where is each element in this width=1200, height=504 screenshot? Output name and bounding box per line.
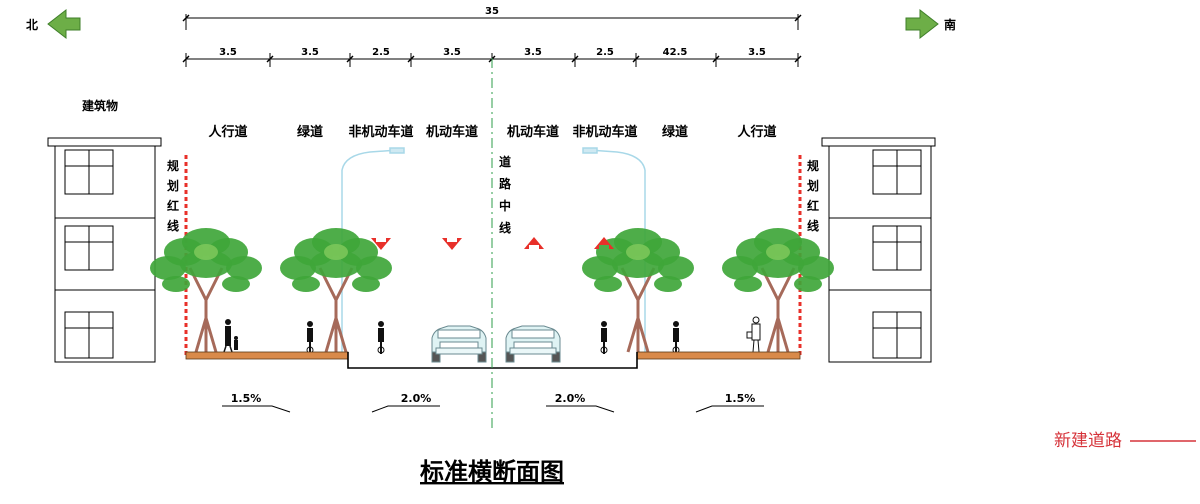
- slope-label: 1.5%: [725, 392, 756, 405]
- lane-label-motor-north: 机动车道: [426, 124, 478, 140]
- sidewalk-south: [636, 351, 801, 360]
- down-arrow-icon: [442, 238, 462, 250]
- slope-label: 2.0%: [555, 392, 586, 405]
- vertical-char: 红: [807, 198, 819, 213]
- vertical-char: 规: [807, 158, 819, 173]
- segment-label: 3.5: [524, 47, 542, 58]
- segment-label: 2.5: [372, 47, 390, 58]
- slope-marker-north-road: 2.0%: [371, 392, 440, 413]
- slope-marker-south-road: 2.0%: [546, 392, 615, 413]
- building-north: [47, 137, 162, 363]
- pedestrian-south: [746, 316, 761, 353]
- segment-label: 2.5: [596, 47, 614, 58]
- up-arrow-icon: [524, 237, 544, 249]
- lane-label-greenway-south: 绿道: [662, 124, 688, 140]
- east-arrow-icon: [905, 8, 939, 40]
- segment-label: 3.5: [301, 47, 319, 58]
- tree-icon: [582, 228, 694, 353]
- car-north: [431, 325, 487, 363]
- cyclist-icon: [672, 321, 680, 354]
- total-dimension: 35: [182, 6, 802, 30]
- slope-label: 2.0%: [401, 392, 432, 405]
- lane-label-bike-south: 非机动车道: [572, 124, 637, 140]
- down-arrow-icon: [371, 238, 391, 250]
- lane-label-greenway-north: 绿道: [297, 124, 323, 140]
- car-south: [505, 325, 561, 363]
- segment-label: 3.5: [748, 47, 766, 58]
- vertical-char: 红: [167, 198, 179, 213]
- total-width-label: 35: [485, 6, 499, 17]
- lane-label-sidewalk-north: 人行道: [208, 124, 247, 140]
- vertical-char: 线: [167, 218, 179, 233]
- south-label: 南: [944, 17, 956, 32]
- south-indicator: 南: [905, 8, 956, 40]
- lane-label-bike-north: 非机动车道: [348, 124, 413, 140]
- tree-icon: [280, 228, 392, 353]
- diagram-title: 标准横断面图: [420, 458, 564, 486]
- cyclist-icon: [377, 321, 385, 354]
- tree-icon: [722, 228, 834, 353]
- north-label: 北: [26, 17, 38, 32]
- vertical-char: 规: [167, 158, 179, 173]
- red-line-north-label: 规 划 红 线: [167, 158, 179, 233]
- vertical-char: 道: [499, 154, 511, 169]
- red-line-south-label: 规 划 红 线: [807, 158, 819, 233]
- vertical-char: 路: [499, 176, 512, 191]
- west-arrow-icon: [47, 8, 81, 40]
- sidewalk-north: [185, 351, 349, 360]
- centerline-label: 道 路 中 线: [499, 154, 512, 235]
- slope-label: 1.5%: [231, 392, 262, 405]
- building-label: 建筑物: [81, 98, 118, 113]
- lane-label-motor-south: 机动车道: [507, 124, 559, 140]
- slope-marker-south-sidewalk: 1.5%: [695, 392, 764, 413]
- cyclist-icon: [306, 321, 314, 354]
- segment-label: 3.5: [219, 47, 237, 58]
- pedestrian-north: [223, 319, 238, 353]
- vertical-char: 线: [499, 220, 511, 235]
- legend-new-road: 新建道路: [1054, 431, 1196, 451]
- segment-label: 3.5: [443, 47, 461, 58]
- vertical-char: 划: [167, 178, 179, 193]
- legend-label: 新建道路: [1054, 431, 1122, 451]
- lane-label-sidewalk-south: 人行道: [737, 124, 776, 140]
- slope-marker-north-sidewalk: 1.5%: [222, 392, 291, 413]
- north-indicator: 北: [26, 8, 81, 40]
- road-profile: [185, 351, 801, 369]
- segment-label: 42.5: [663, 47, 688, 58]
- building-south: [821, 137, 936, 363]
- lane-arrow-north-bike: [371, 236, 391, 250]
- up-arrow-icon: [594, 237, 614, 249]
- vertical-char: 中: [499, 198, 511, 213]
- vertical-char: 划: [807, 178, 819, 193]
- down-arrow-icon: [376, 236, 386, 243]
- vertical-char: 线: [807, 218, 819, 233]
- tree-icon: [150, 228, 262, 353]
- lane-labels: 人行道 绿道 非机动车道 机动车道 机动车道 非机动车道 绿道 人行道: [208, 124, 776, 140]
- cyclist-icon: [600, 321, 608, 354]
